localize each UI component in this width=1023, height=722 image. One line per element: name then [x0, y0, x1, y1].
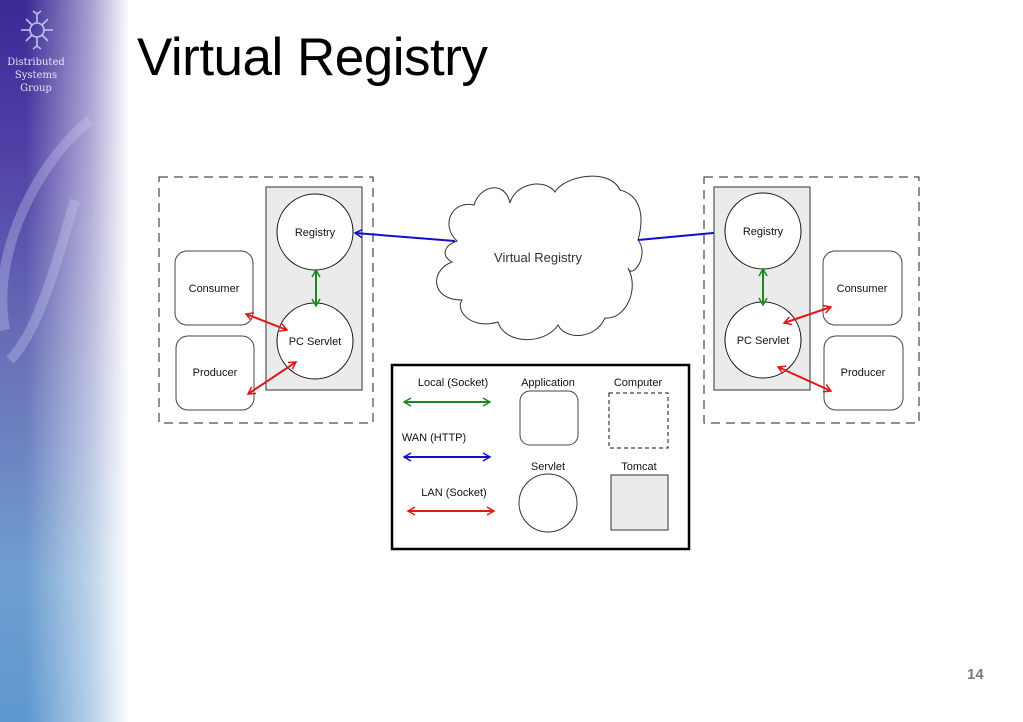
left-consumer-app [174, 250, 254, 326]
right-consumer-lan-link [782, 304, 833, 326]
legend-application-label: Application [521, 377, 575, 389]
virtual-registry-cloud: Virtual Registry [436, 175, 643, 341]
logo-line: Distributed [7, 57, 65, 68]
right-consumer-app [822, 250, 903, 326]
cloud-label: Virtual Registry [494, 250, 582, 265]
snowflake-network-icon [21, 10, 53, 50]
right-servlet-label: PC Servlet [737, 335, 790, 347]
legend-local-label: Local (Socket) [418, 377, 488, 389]
decorative-swirl [0, 116, 94, 364]
logo-line: Systems [14, 70, 58, 81]
sidebar-banner: Distributed Systems Group [0, 0, 130, 722]
right-producer-label: Producer [841, 367, 886, 379]
legend-tomcat-shape [610, 474, 669, 531]
legend-computer-shape [608, 392, 669, 449]
legend-servlet-label: Servlet [531, 461, 565, 473]
left-servlet-label: PC Servlet [289, 336, 342, 348]
right-producer-lan-link [776, 365, 833, 393]
left-computer-boundary [158, 176, 374, 424]
left-computer: Registry PC Servlet Consumer Producer [158, 176, 374, 424]
logo-line: Group [20, 83, 52, 94]
right-computer: Registry PC Servlet Consumer Producer [703, 176, 920, 424]
legend-wan-label: WAN (HTTP) [402, 432, 466, 444]
left-wan-link [353, 228, 456, 242]
left-producer-label: Producer [193, 367, 238, 379]
left-producer-lan-link [246, 361, 298, 395]
right-wan-link [637, 227, 726, 241]
legend-tomcat-label: Tomcat [621, 461, 656, 473]
slide-title: Virtual Registry [137, 28, 488, 87]
right-registry-label: Registry [743, 226, 784, 238]
legend-lan-label: LAN (Socket) [421, 487, 486, 499]
logo-text: Distributed Systems Group [0, 56, 72, 95]
legend-application-shape [519, 390, 579, 446]
legend: Local (Socket) WAN (HTTP) LAN (Socket) A… [390, 363, 691, 551]
left-consumer-lan-link [244, 312, 289, 332]
right-consumer-label: Consumer [837, 283, 888, 295]
legend-computer-label: Computer [614, 377, 663, 389]
legend-servlet-shape [518, 473, 578, 533]
page-number: 14 [967, 666, 984, 683]
right-computer-boundary [703, 176, 920, 424]
left-consumer-label: Consumer [189, 283, 240, 295]
left-registry-label: Registry [295, 227, 336, 239]
